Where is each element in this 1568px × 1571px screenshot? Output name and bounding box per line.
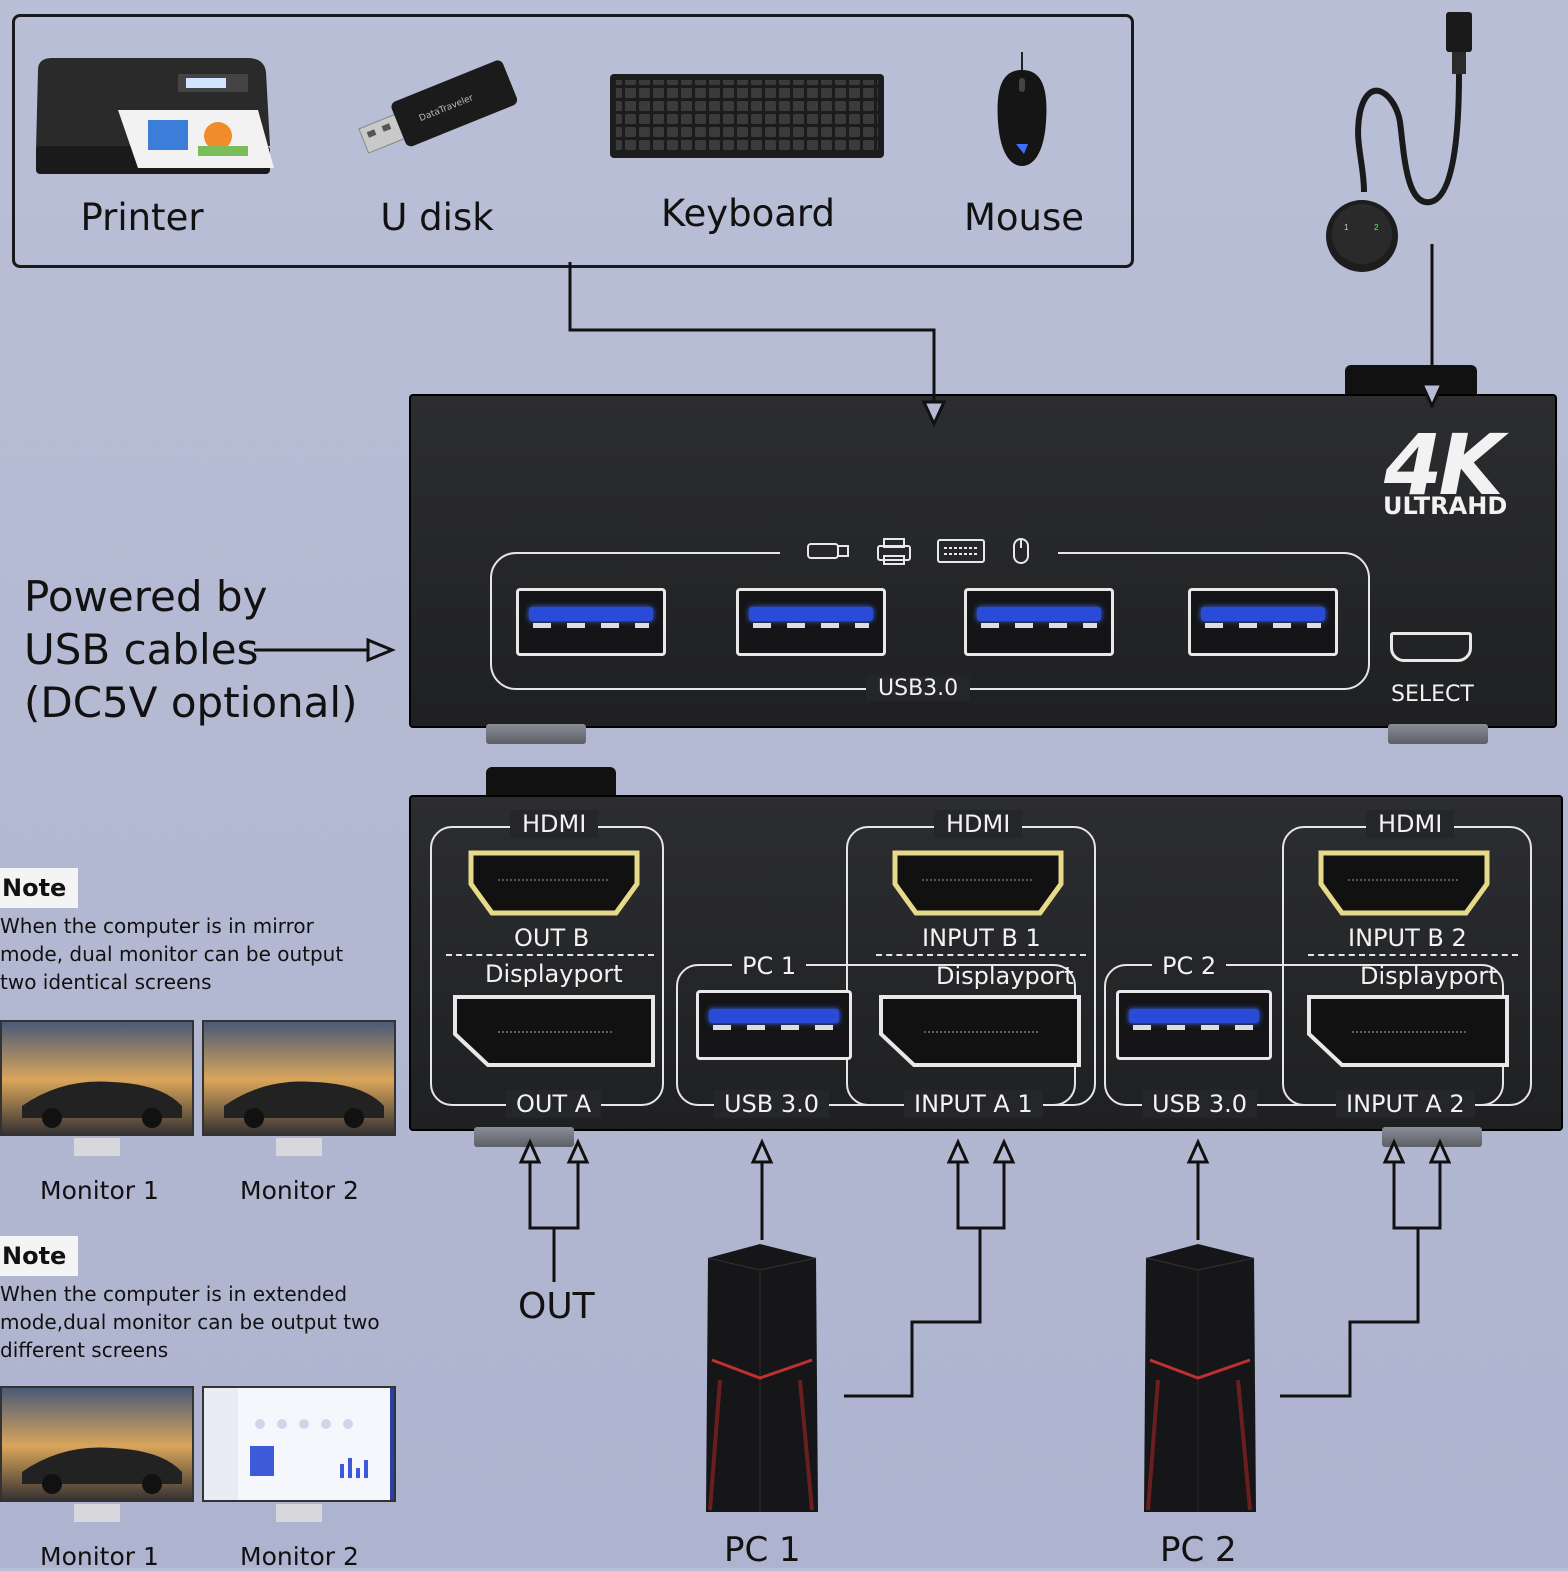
foot [474,1127,574,1147]
printer-label: Printer [80,196,204,239]
out-a-label: OUT A [506,1090,602,1118]
knob-top [1345,365,1477,395]
power-note-line1: Powered by [24,572,268,621]
badge-ultrahd: ULTRAHD [1383,492,1508,520]
hdmi-port-input-b1[interactable] [892,850,1064,916]
divider [876,954,1086,956]
svg-text:2: 2 [1374,223,1379,232]
out-b-label: OUT B [514,924,590,952]
usb-port-4[interactable] [1188,588,1338,656]
usb30-label: USB3.0 [866,676,971,701]
power-note: Powered by USB cables (DC5V optional) [24,570,357,729]
usb-port-3[interactable] [964,588,1114,656]
knob-bottom [486,767,616,797]
dp-port-input-a2[interactable] [1306,994,1510,1068]
pc2-tower-icon [1138,1240,1260,1518]
mouse-icon [994,52,1050,168]
badge-4k: 4K [1384,416,1504,514]
pc1-label: PC 1 [724,1530,801,1570]
usb-port-1[interactable] [516,588,666,656]
hdmi-label-in1: HDMI [934,810,1023,838]
monitor-1-label: Monitor 1 [40,1176,159,1205]
hdmi-port-out-b[interactable] [468,850,640,916]
monitor-1-extended [0,1386,194,1502]
monitor-1-mirror [0,1020,194,1136]
usb30-pc2-label: USB 3.0 [1142,1090,1258,1118]
foot [486,724,586,744]
usb-drive-icon [807,543,849,559]
input-b2-label: INPUT B 2 [1348,924,1467,952]
hdmi-label-out: HDMI [510,810,599,838]
monitor-2-ext-label: Monitor 2 [240,1542,359,1571]
monitor-2-label: Monitor 2 [240,1176,359,1205]
foot [1382,1127,1482,1147]
out-label: OUT [518,1286,595,1327]
note-text-mirror: When the computer is in mirror mode, dua… [0,914,344,994]
divider [1308,954,1518,956]
svg-text:1: 1 [1344,223,1349,232]
mouse-label: Mouse [963,196,1085,239]
usb30-pc1-label: USB 3.0 [714,1090,830,1118]
select-port[interactable] [1390,632,1472,662]
power-note-line2: USB cables [24,625,259,674]
pc2-label: PC 2 [1160,1530,1237,1570]
printer-icon [877,538,911,565]
hdmi-port-input-b2[interactable] [1318,850,1490,916]
udisk-label: U disk [380,196,494,239]
note-text-extended: When the computer is in extended mode,du… [0,1282,380,1362]
peripherals-box [12,14,1134,268]
mouse-icon [1013,538,1029,564]
note-tag-mirror: Note [0,868,79,908]
monitor-stand [74,1504,120,1522]
power-note-line3: (DC5V optional) [24,678,358,727]
monitor-2-mirror [202,1020,396,1136]
wired-remote-selector-icon: 1 2 [1320,12,1480,280]
usb-port-pc1[interactable] [696,990,852,1060]
displayport-label-in1: Displayport [936,962,1074,990]
pc1-tower-icon [700,1240,822,1518]
note-tag-extended: Note [0,1236,79,1276]
foot [1388,724,1488,744]
select-label: SELECT [1391,682,1474,707]
divider [446,954,654,956]
usb-port-2[interactable] [736,588,886,656]
keyboard-icon [937,539,985,563]
monitor-stand [276,1504,322,1522]
monitor-1-ext-label: Monitor 1 [40,1542,159,1571]
displayport-label-out: Displayport [485,960,623,988]
monitor-stand [74,1138,120,1156]
dp-port-out-a[interactable] [452,994,656,1068]
monitor-stand [276,1138,322,1156]
input-a1-label: INPUT A 1 [904,1090,1043,1118]
usb-port-pc2[interactable] [1116,990,1272,1060]
displayport-label-in2: Displayport [1360,962,1498,990]
hdmi-label-in2: HDMI [1366,810,1455,838]
printer-icon [28,50,274,180]
usb-icons-row [806,536,1046,566]
dp-port-input-a1[interactable] [878,994,1082,1068]
pc1-panel-label: PC 1 [732,952,807,980]
pc2-panel-label: PC 2 [1152,952,1227,980]
keyboard-label: Keyboard [661,192,835,235]
input-b1-label: INPUT B 1 [922,924,1041,952]
monitor-2-extended [202,1386,396,1502]
usb-drive-icon: DataTraveler [346,56,528,156]
input-a2-label: INPUT A 2 [1336,1090,1475,1118]
keyboard-icon [610,74,884,158]
